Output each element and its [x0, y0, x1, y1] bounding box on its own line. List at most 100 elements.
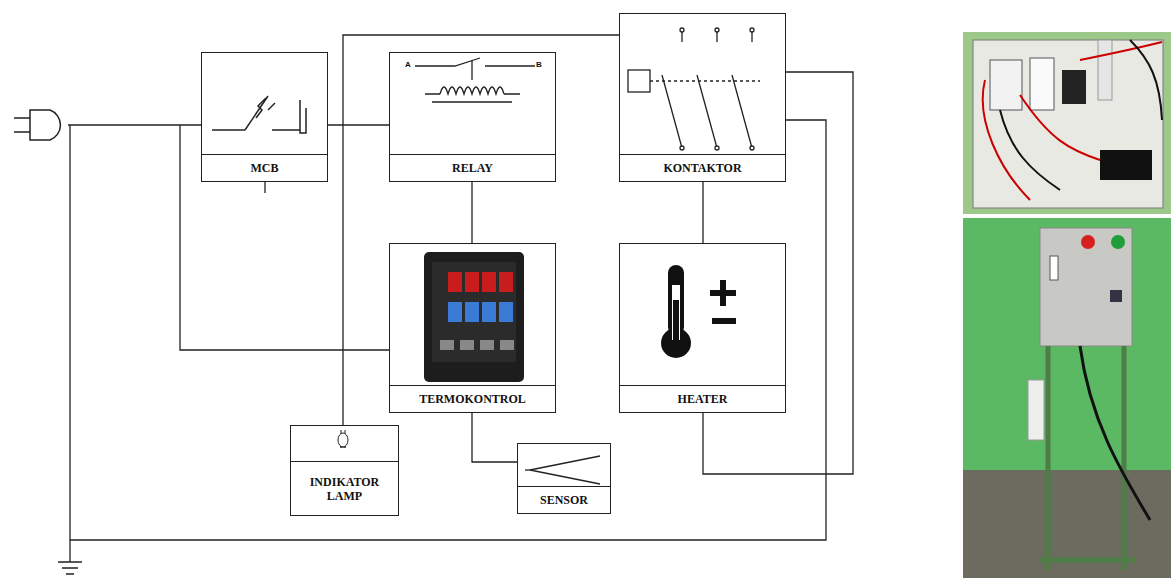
drawing-part [1081, 235, 1095, 249]
wire [703, 72, 853, 474]
drawing-part [448, 272, 462, 292]
label-band: TERMOKONTROL [390, 385, 555, 412]
drawing-part [963, 32, 1171, 214]
drawing-part [482, 302, 496, 322]
component-label: KONTAKTOR [659, 161, 745, 175]
drawing-part [1062, 70, 1086, 104]
drawing-part [750, 146, 754, 150]
component-box: KONTAKTOR [619, 13, 786, 182]
wire [702, 182, 703, 243]
drawing-part [432, 101, 512, 102]
drawing-part [530, 456, 600, 484]
drawing-part [272, 129, 300, 131]
relay-symbol [415, 58, 535, 102]
drawing-part [245, 96, 268, 130]
drawing-part [973, 40, 1163, 208]
drawing-part [58, 562, 82, 574]
component-box: RELAY [389, 52, 556, 182]
drawing-part [500, 340, 514, 350]
label-band: INDIKATOR LAMP [291, 461, 398, 515]
plain-wires [58, 120, 826, 574]
drawing-part [650, 80, 760, 81]
drawing-part [338, 433, 348, 447]
drawing-part [264, 182, 265, 193]
lamp-symbol [338, 430, 348, 448]
drawing-part [1111, 235, 1125, 249]
component-box: HEATER [619, 243, 786, 413]
drawing-part [499, 302, 513, 322]
label-band: SENSOR [518, 486, 610, 513]
drawing-part [680, 146, 684, 150]
drawing-part [715, 28, 719, 32]
drawing-part [628, 70, 650, 92]
drawing-part [340, 447, 346, 448]
component-label: MCB [247, 161, 283, 175]
drawing-part [432, 262, 516, 362]
drawing-part [440, 340, 454, 350]
drawing-part [1028, 380, 1044, 440]
drawing-part [1050, 256, 1058, 280]
drawing-part [460, 340, 474, 350]
drawing-part [720, 280, 726, 306]
component-label: HEATER [674, 392, 732, 406]
drawing-part [212, 129, 245, 131]
drawing-part [662, 75, 752, 148]
drawing-part [482, 272, 496, 292]
terminal-label: B [536, 60, 542, 69]
terminal-label: A [405, 60, 411, 69]
drawing-part [963, 218, 1171, 578]
drawing-part [465, 272, 479, 292]
mcb-symbol [212, 96, 306, 133]
label-band: KONTAKTOR [620, 154, 785, 181]
wire [472, 413, 517, 462]
component-box: SENSOR [517, 443, 611, 514]
drawing-part [268, 103, 275, 110]
drawing-part [680, 28, 684, 32]
wire [343, 35, 619, 425]
drawing-part [465, 302, 479, 322]
drawing-part [471, 60, 472, 80]
drawing-part [440, 340, 514, 350]
drawing-part [1040, 228, 1132, 346]
drawing-part [448, 272, 513, 292]
component-label: SENSOR [536, 493, 592, 507]
drawing-part [14, 118, 30, 132]
drawing-part [1080, 346, 1150, 520]
drawing-part [68, 124, 201, 125]
sensor-symbol [525, 456, 600, 484]
drawing-part [415, 58, 535, 66]
drawing-part [448, 302, 462, 322]
drawing-part [673, 300, 679, 345]
thermo-controller-picture [424, 252, 524, 382]
drawing-part [448, 302, 513, 322]
label-band: RELAY [390, 154, 555, 181]
drawing-part [715, 146, 719, 150]
drawing-part [425, 93, 520, 94]
drawing-part [424, 252, 524, 382]
drawing-part [1100, 150, 1152, 180]
drawing-part [712, 318, 736, 324]
drawing-part [525, 469, 532, 470]
drawing-part [1030, 58, 1054, 110]
label-band: MCB [202, 154, 327, 181]
photo [963, 32, 1171, 578]
drawing-part [440, 87, 504, 94]
drawing-part [990, 60, 1022, 110]
drawing-part [1110, 290, 1122, 302]
drawing-part [180, 125, 389, 350]
component-box: TERMOKONTROL [389, 243, 556, 413]
drawing-part [1098, 40, 1112, 100]
component-label: RELAY [448, 161, 497, 175]
drawing-part [499, 272, 513, 292]
drawing-part [69, 540, 70, 562]
component-label: INDIKATOR LAMP [291, 475, 398, 503]
drawing-part [300, 100, 306, 133]
drawing-part [983, 42, 1162, 200]
drawing-part [480, 340, 494, 350]
drawing-part [750, 28, 754, 32]
plug-symbol [14, 110, 60, 140]
component-box: MCB [201, 52, 328, 182]
component-box: INDIKATOR LAMP [290, 425, 399, 516]
wire [471, 182, 472, 243]
wire [328, 124, 389, 125]
